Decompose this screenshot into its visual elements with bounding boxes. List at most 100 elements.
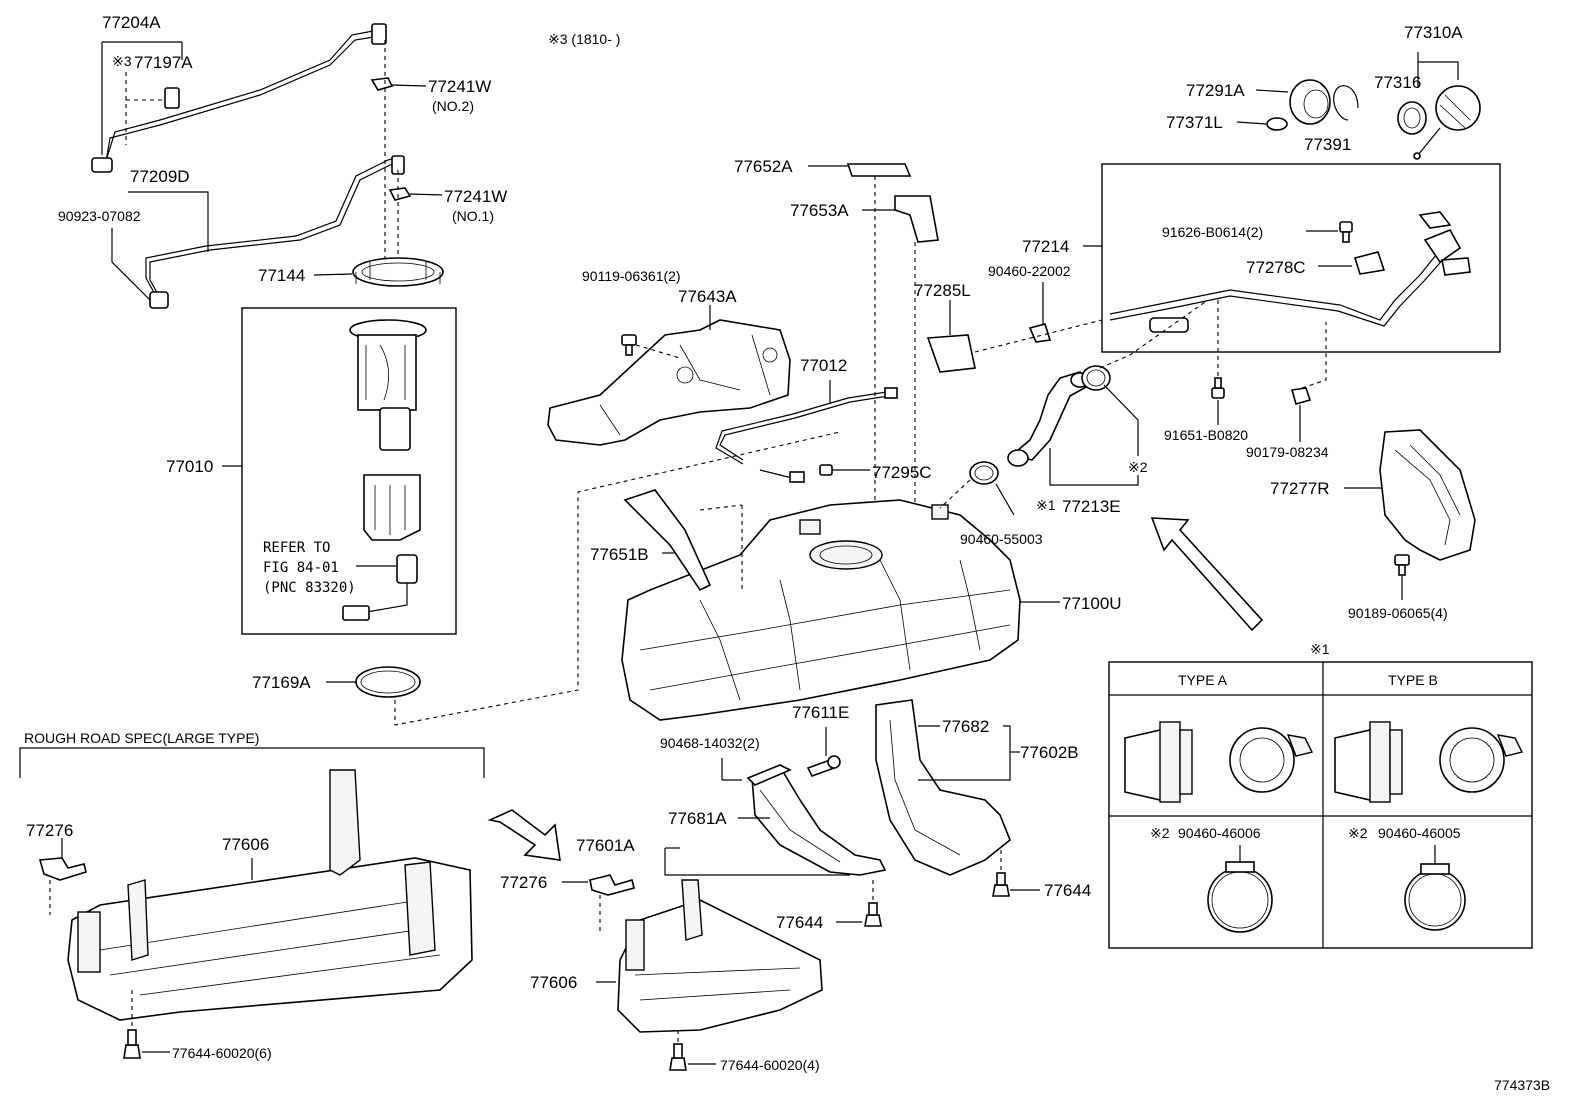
bolt-91651-B0820[interactable] (1211, 300, 1225, 399)
clamp-90460-55003[interactable] (969, 461, 999, 485)
cushion-77285L[interactable] (926, 334, 976, 373)
bracket-77611E[interactable] (746, 764, 792, 786)
clamp-b-mark: ※2 (1348, 825, 1368, 841)
bolt-90468-14032[interactable] (806, 755, 841, 777)
fuel-tank-77100U[interactable] (621, 499, 1021, 721)
o-ring-77169A[interactable] (355, 666, 421, 698)
label-77681A: 77681A (668, 809, 727, 828)
fuel-line-lower[interactable] (145, 155, 405, 309)
label-77144: 77144 (258, 266, 305, 285)
seal-77371L[interactable] (1266, 117, 1288, 131)
clamp-77241W-no2[interactable] (370, 77, 394, 91)
ring-77391[interactable] (1333, 85, 1359, 121)
label-77010: 77010 (166, 457, 213, 476)
bolt-90189-06065[interactable] (1394, 554, 1410, 576)
mark1-77213E: ※1 (1036, 497, 1056, 513)
insulator-77653A[interactable] (894, 195, 939, 243)
strap-77682[interactable] (875, 699, 1011, 876)
label-77276-mid: 77276 (500, 873, 547, 892)
type-a-header: TYPE A (1178, 672, 1228, 688)
protector-77643A[interactable] (547, 319, 791, 446)
bracket-77276-mid[interactable] (589, 874, 635, 935)
fuel-pump-77010[interactable] (342, 319, 427, 621)
mark3-note: ※3 (1810- ) (548, 31, 620, 47)
refer-line-3: (PNC 83320) (263, 580, 356, 596)
fuel-pump-ring-77144[interactable] (352, 257, 444, 287)
insulator-77652A[interactable] (846, 163, 912, 177)
cap-housing-77291A[interactable] (1289, 79, 1331, 125)
rough-road-spec-title: ROUGH ROAD SPEC(LARGE TYPE) (24, 730, 259, 746)
type-a-connector-image (1124, 721, 1314, 803)
strap-77651B[interactable] (623, 489, 712, 592)
label-77276-left: 77276 (26, 821, 73, 840)
clamp-a-mark: ※2 (1150, 825, 1170, 841)
fuel-pump-group-box (241, 307, 457, 635)
label-77100U: 77100U (1062, 594, 1122, 613)
label-77241W-no1: 77241W (444, 187, 507, 206)
strap-77681A[interactable] (751, 769, 887, 876)
label-77214: 77214 (1022, 237, 1069, 256)
label-77241W-no1-sub: (NO.1) (452, 208, 494, 224)
refer-line-1: REFER TO (263, 540, 330, 556)
refer-line-2: FIG 84-01 (263, 560, 339, 576)
clamp-90460-46005-image[interactable] (1404, 845, 1466, 931)
clamp-90460-46006-image[interactable] (1207, 845, 1273, 933)
inset-mark-1: ※1 (1310, 641, 1330, 657)
label-90460-46006: 90460-46006 (1178, 825, 1261, 841)
clamp-type-table (1108, 661, 1533, 949)
fuel-cap-77310A[interactable] (1413, 85, 1481, 160)
label-77644-60020-4: 77644-60020(4) (720, 1057, 820, 1073)
clamp-77278C[interactable] (1353, 251, 1386, 275)
mark-77197A: ※3 (112, 53, 132, 69)
label-77295C: 77295C (872, 463, 932, 482)
label-90460-46005: 90460-46005 (1378, 825, 1461, 841)
direction-arrow-right (1150, 517, 1264, 632)
clamp-77241W-no1[interactable] (388, 187, 412, 201)
nut-90179-08234[interactable] (1290, 322, 1327, 405)
connector-clip-77197A[interactable] (125, 72, 180, 145)
label-77213E: 77213E (1062, 497, 1121, 516)
label-77682: 77682 (942, 717, 989, 736)
label-77644-mid: 77644 (776, 913, 823, 932)
bolt-77644-60020-mid[interactable] (669, 1030, 687, 1071)
vent-tube-77012[interactable] (715, 387, 898, 465)
clamp-hose-upper[interactable] (1081, 365, 1111, 391)
hose-77213E[interactable] (1007, 371, 1090, 467)
label-91626-B0614: 91626-B0614(2) (1162, 224, 1263, 240)
label-90460-55003: 90460-55003 (960, 531, 1043, 547)
protector-77277R[interactable] (1379, 429, 1476, 561)
label-77278C: 77278C (1246, 258, 1306, 277)
fuel-line-upper[interactable] (91, 23, 387, 173)
gasket-77316[interactable] (1397, 101, 1427, 135)
label-90460-22002: 90460-22002 (988, 263, 1071, 279)
label-77651B: 77651B (590, 545, 649, 564)
label-77602B: 77602B (1020, 743, 1079, 762)
label-77644-60020-6: 77644-60020(6) (172, 1045, 272, 1061)
label-77316: 77316 (1374, 73, 1421, 92)
type-b-connector-image (1334, 721, 1524, 803)
label-77391: 77391 (1304, 135, 1351, 154)
label-77204A: 77204A (102, 13, 161, 32)
bolt-77644-mid[interactable] (864, 880, 882, 927)
bracket-77276-left[interactable] (38, 857, 87, 915)
filler-pipe-77214 (1109, 228, 1462, 333)
grommet-77295C[interactable] (759, 464, 833, 483)
label-77291A: 77291A (1186, 81, 1245, 100)
bolt-77644-right[interactable] (992, 850, 1010, 897)
label-90119-06361: 90119-06361(2) (582, 268, 681, 284)
label-77169A: 77169A (252, 673, 311, 692)
label-77277R: 77277R (1270, 479, 1330, 498)
label-77606-mid: 77606 (530, 973, 577, 992)
label-77310A: 77310A (1404, 23, 1463, 42)
clip-90460-22002[interactable] (1028, 323, 1052, 343)
bolt-90119-06361[interactable] (621, 334, 681, 359)
skid-plate-77606-mid[interactable] (617, 879, 823, 1033)
label-91651-B0820: 91651-B0820 (1164, 427, 1248, 443)
label-90189-06065: 90189-06065(4) (1348, 605, 1448, 621)
bolt-77644-60020-left[interactable] (123, 990, 141, 1059)
bolt-91626-B0614[interactable] (1339, 221, 1353, 243)
label-77653A: 77653A (790, 201, 849, 220)
direction-arrow-left (487, 809, 561, 861)
skid-plate-large-77606[interactable] (67, 769, 473, 1021)
